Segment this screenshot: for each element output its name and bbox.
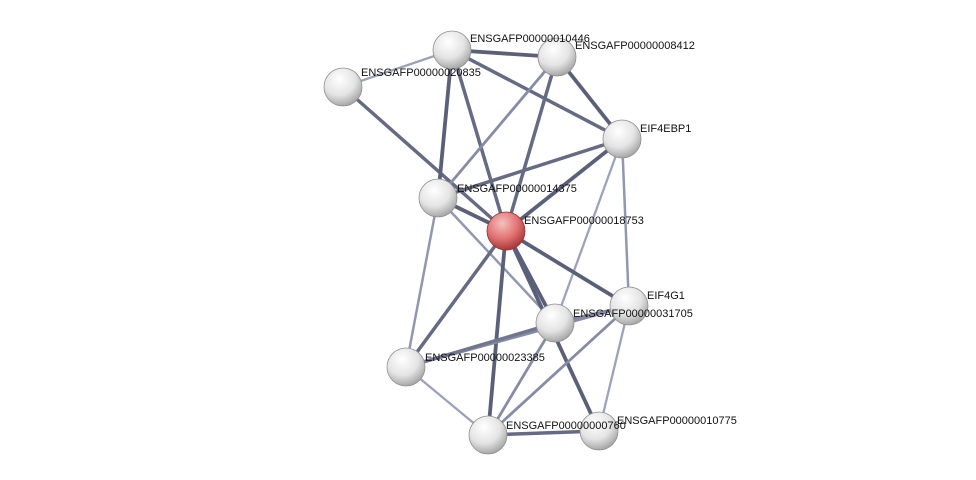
node-label: ENSGAFP00000020835 xyxy=(361,67,481,79)
edge-n7-n11[interactable] xyxy=(597,305,631,432)
edge-n8-n10[interactable] xyxy=(486,322,557,436)
node-n11[interactable] xyxy=(579,411,619,451)
node-label: ENSGAFP00000010446 xyxy=(470,33,590,45)
node-n10[interactable] xyxy=(468,415,508,455)
node-label: EIF4EBP1 xyxy=(640,123,691,135)
node-label: ENSGAFP00000008412 xyxy=(575,40,695,52)
node-n7[interactable] xyxy=(609,286,649,326)
edge-n6-n7[interactable] xyxy=(505,229,630,308)
edge-n6-n9[interactable] xyxy=(404,229,508,369)
node-n8[interactable] xyxy=(535,303,575,343)
node-label: EIF4G1 xyxy=(647,290,685,302)
edge-n2-n4[interactable] xyxy=(451,48,623,141)
node-label: ENSGAFP00000023385 xyxy=(425,352,545,364)
edge-n4-n5[interactable] xyxy=(437,137,623,200)
edge-n2-n6[interactable] xyxy=(450,49,508,232)
node-n4[interactable] xyxy=(602,119,642,159)
node-n6[interactable] xyxy=(486,211,526,251)
edge-n4-n7[interactable] xyxy=(620,138,631,307)
edge-n4-n6[interactable] xyxy=(504,137,624,233)
node-label: ENSGAFP00000010775 xyxy=(617,415,737,427)
edge-n1-n6[interactable] xyxy=(341,85,508,233)
edge-n8-n9[interactable] xyxy=(405,321,556,369)
node-n9[interactable] xyxy=(386,347,426,387)
node-label: ENSGAFP00000031705 xyxy=(573,308,693,320)
edge-n3-n5[interactable] xyxy=(436,56,559,199)
node-label: ENSGAFP00000000760 xyxy=(506,420,626,432)
edge-n7-n10[interactable] xyxy=(487,304,630,437)
node-n3[interactable] xyxy=(537,37,577,77)
node-n5[interactable] xyxy=(418,178,458,218)
edge-n2-n5[interactable] xyxy=(436,49,454,199)
edge-n6-n10[interactable] xyxy=(486,230,508,436)
node-n2[interactable] xyxy=(432,30,472,70)
node-label: ENSGAFP00000018753 xyxy=(524,215,644,227)
edge-n3-n6[interactable] xyxy=(504,56,559,232)
edge-n5-n9[interactable] xyxy=(404,197,440,368)
node-n1[interactable] xyxy=(323,67,363,107)
node-label: ENSGAFP00000014375 xyxy=(457,183,577,195)
edge-n5-n8[interactable] xyxy=(437,197,556,324)
edge-n4-n8[interactable] xyxy=(553,138,624,324)
